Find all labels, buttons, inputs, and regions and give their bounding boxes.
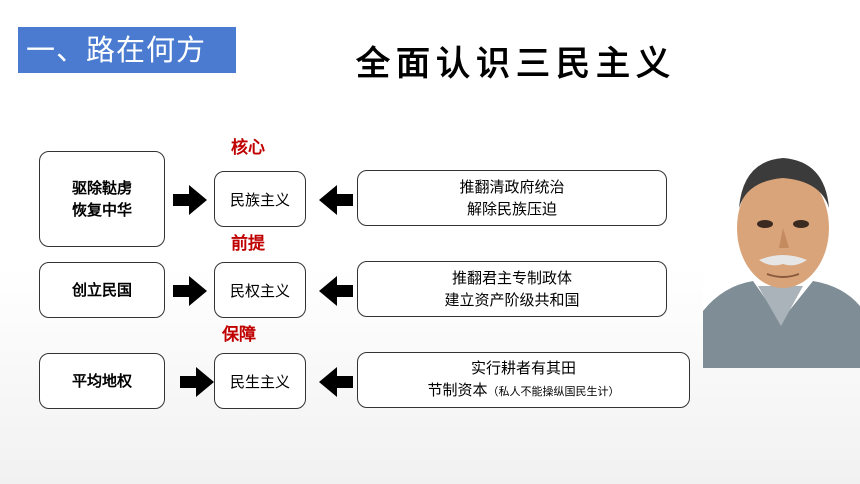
principle-box-democracy: 民权主义: [214, 262, 306, 318]
left-text-line-1: 创立民国: [71, 281, 132, 299]
right-box-row-1: 推翻清政府统治 解除民族压迫: [357, 170, 667, 226]
label-guarantee: 保障: [222, 325, 256, 345]
section-tag: 一、路在何方: [18, 27, 236, 73]
right-text-line-1: 推翻清政府统治: [459, 178, 565, 196]
portrait-image: [703, 136, 860, 368]
left-arrow-icon: [319, 276, 353, 306]
left-box-row-1: 驱除鞑虏 恢复中华: [39, 151, 165, 247]
right-text-main: 节制资本: [427, 381, 488, 399]
left-box-row-2: 创立民国: [39, 262, 165, 318]
right-arrow-icon: [173, 276, 207, 306]
principle-label: 民族主义: [229, 190, 290, 209]
right-text-line-2: 节制资本（私人不能操纵国民生计）: [427, 379, 619, 403]
left-text-line-1: 驱除鞑虏: [71, 179, 132, 197]
right-box-row-2: 推翻君主专制政体 建立资产阶级共和国: [357, 261, 667, 317]
right-text-note: （私人不能操纵国民生计）: [487, 385, 620, 398]
left-box-row-3: 平均地权: [39, 353, 165, 409]
label-premise: 前提: [231, 234, 265, 254]
right-arrow-icon: [173, 185, 207, 215]
principle-label: 民权主义: [229, 281, 290, 300]
right-arrow-icon: [180, 367, 214, 397]
right-box-row-3: 实行耕者有其田 节制资本（私人不能操纵国民生计）: [357, 352, 690, 408]
right-text-line-1: 推翻君主专制政体: [451, 269, 572, 287]
principle-box-nationalism: 民族主义: [214, 171, 306, 227]
right-text-line-2: 解除民族压迫: [466, 200, 557, 218]
left-text-line-1: 平均地权: [71, 372, 132, 390]
principle-label: 民生主义: [229, 372, 290, 391]
left-text-line-2: 恢复中华: [71, 201, 132, 219]
left-arrow-icon: [319, 367, 353, 397]
right-text-line-2: 建立资产阶级共和国: [444, 291, 580, 309]
page-title: 全面认识三民主义: [356, 44, 676, 84]
label-core: 核心: [231, 138, 265, 158]
right-text-line-1: 实行耕者有其田: [470, 359, 576, 377]
principle-box-livelihood: 民生主义: [214, 353, 306, 409]
left-arrow-icon: [319, 185, 353, 215]
